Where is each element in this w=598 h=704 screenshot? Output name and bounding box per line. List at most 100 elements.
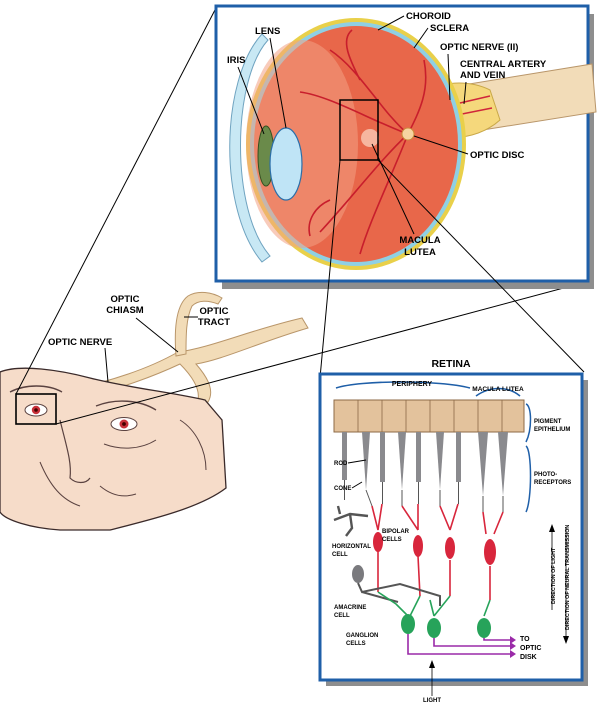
vitreous-shade xyxy=(246,40,358,248)
photoreceptors-label-1: PHOTO- xyxy=(534,472,557,478)
retinal-vessels xyxy=(299,29,427,255)
rod-label: ROD xyxy=(334,461,348,467)
optic-tract-label-2: TRACT xyxy=(198,317,230,328)
optic-nerve-leader xyxy=(104,347,109,383)
ganglion-cell-1 xyxy=(401,614,415,634)
eye-zoom-box xyxy=(15,393,57,425)
retina-title: RETINA xyxy=(431,358,471,370)
bipolar-cell-2 xyxy=(413,535,423,557)
mouth-line xyxy=(99,485,137,497)
to-optic-disk-label-3: DISK xyxy=(520,654,537,661)
horizontal-cell-label-2: CELL xyxy=(332,552,348,558)
pigment-layer xyxy=(333,399,525,433)
to-optic-disk-label-2: OPTIC xyxy=(520,645,541,652)
iris-label: IRIS xyxy=(227,55,245,66)
rod-3 xyxy=(416,432,421,504)
light-label: LIGHT xyxy=(423,698,441,704)
optic-chiasm-leader xyxy=(135,317,179,353)
ganglion-cell-2 xyxy=(427,618,441,638)
horizontal-cell-shape xyxy=(333,505,369,537)
pathway-labels: OPTIC CHIASM OPTIC TRACT OPTIC NERVE xyxy=(48,294,230,383)
retina-zoom-box xyxy=(339,99,379,161)
pigment-cells xyxy=(357,400,503,432)
face-illustration xyxy=(0,291,309,531)
light-arrow xyxy=(429,660,435,696)
amacrine-processes xyxy=(357,582,441,606)
photoreceptors-label-2: RECEPTORS xyxy=(534,480,571,486)
pigment-label-1: PIGMENT xyxy=(534,419,562,425)
rod-1 xyxy=(342,432,347,500)
rod-4 xyxy=(456,432,461,504)
brow-right xyxy=(95,400,157,411)
macula-lutea-label: MACULA LUTEA xyxy=(472,386,524,393)
ganglion-label-1: GANGLION xyxy=(346,633,378,639)
nose-line xyxy=(59,419,91,484)
bipolar-cell-3 xyxy=(445,537,455,559)
horizontal-cell-label-1: HORIZONTAL xyxy=(332,544,371,550)
periphery-label: PERIPHERY xyxy=(392,381,433,388)
sclera-label: SCLERA xyxy=(430,23,469,34)
lens-body xyxy=(269,127,303,201)
direction-neural-label: DIRECTION OF NEURAL TRANSMISSION xyxy=(565,525,571,630)
brow-left xyxy=(9,385,63,393)
amacrine-label-1: AMACRINE xyxy=(334,605,366,611)
bipolar-cell-1 xyxy=(373,532,383,552)
bipolar-label-1: BIPOLAR xyxy=(382,529,410,535)
smile-line xyxy=(39,461,81,507)
cone-2 xyxy=(398,432,406,506)
macula-spot xyxy=(361,129,379,147)
to-optic-disk-label-1: TO xyxy=(520,636,530,643)
ganglion-cell-3 xyxy=(477,618,491,638)
choroid-label: CHOROID xyxy=(406,11,451,22)
zoom-lines-eye xyxy=(15,7,587,425)
central-artery-label-1: CENTRAL ARTERY xyxy=(460,59,547,70)
optic-disc-spot xyxy=(401,127,415,141)
photoreceptors xyxy=(342,432,508,512)
zoom-lines-retina xyxy=(319,159,585,379)
axon-arrow-3 xyxy=(510,650,516,658)
pigment-bracket xyxy=(525,403,532,443)
bipolar-connections xyxy=(371,503,504,600)
face-shape xyxy=(0,367,227,531)
optic-chiasm-label-1: OPTIC xyxy=(110,294,139,305)
cone-4 xyxy=(478,432,488,512)
central-artery-label-2: AND VEIN xyxy=(460,70,506,81)
ganglion-axons xyxy=(407,634,510,655)
pigment-label-2: EPITHELIUM xyxy=(534,427,570,433)
optic-tract-branch xyxy=(174,291,223,357)
cone-1 xyxy=(362,432,373,507)
retina-panel: RETINA PERIPHERY MACULA LUTEA PIGMENT EP… xyxy=(318,358,588,704)
cone-3 xyxy=(436,432,444,506)
optic-tract-label-1: OPTIC xyxy=(199,306,228,317)
pupil-right xyxy=(122,422,126,426)
cheek-line xyxy=(103,439,157,449)
temple-line xyxy=(179,419,207,471)
optic-nerve-label: OPTIC NERVE xyxy=(48,337,112,348)
cornea xyxy=(229,33,271,263)
ganglion-dendrites xyxy=(377,591,491,617)
rod-2 xyxy=(380,432,385,504)
photoreceptor-bracket xyxy=(525,445,532,513)
macula-label-1: MACULA xyxy=(399,235,440,246)
optic-nerve-ii-label: OPTIC NERVE (II) xyxy=(440,42,518,53)
direction-arrows: DIRECTION OF LIGHT DIRECTION OF NEURAL T… xyxy=(549,524,571,644)
lens-label: LENS xyxy=(255,26,280,37)
amacrine-cell-body xyxy=(352,565,364,583)
macula-label-2: LUTEA xyxy=(404,247,436,258)
axon-arrow-1 xyxy=(510,636,516,644)
eye-panel: CHOROID SCLERA LENS IRIS OPTIC NERVE (II… xyxy=(214,4,597,289)
amacrine-label-2: CELL xyxy=(334,613,350,619)
direction-light-label: DIRECTION OF LIGHT xyxy=(551,547,557,604)
periphery-bracket xyxy=(335,381,471,389)
pupil-left xyxy=(34,408,38,412)
cone-label: CONE xyxy=(334,486,351,492)
optic-chiasm-label-2: CHIASM xyxy=(106,305,144,316)
optic-disc-label: OPTIC DISC xyxy=(470,150,525,161)
axon-arrow-2 xyxy=(510,642,516,650)
macula-bracket xyxy=(475,387,521,397)
ganglion-label-2: CELLS xyxy=(346,641,366,647)
bipolar-cell-4 xyxy=(484,539,496,565)
cone-5 xyxy=(498,432,508,512)
bipolar-label-2: CELLS xyxy=(382,537,402,543)
